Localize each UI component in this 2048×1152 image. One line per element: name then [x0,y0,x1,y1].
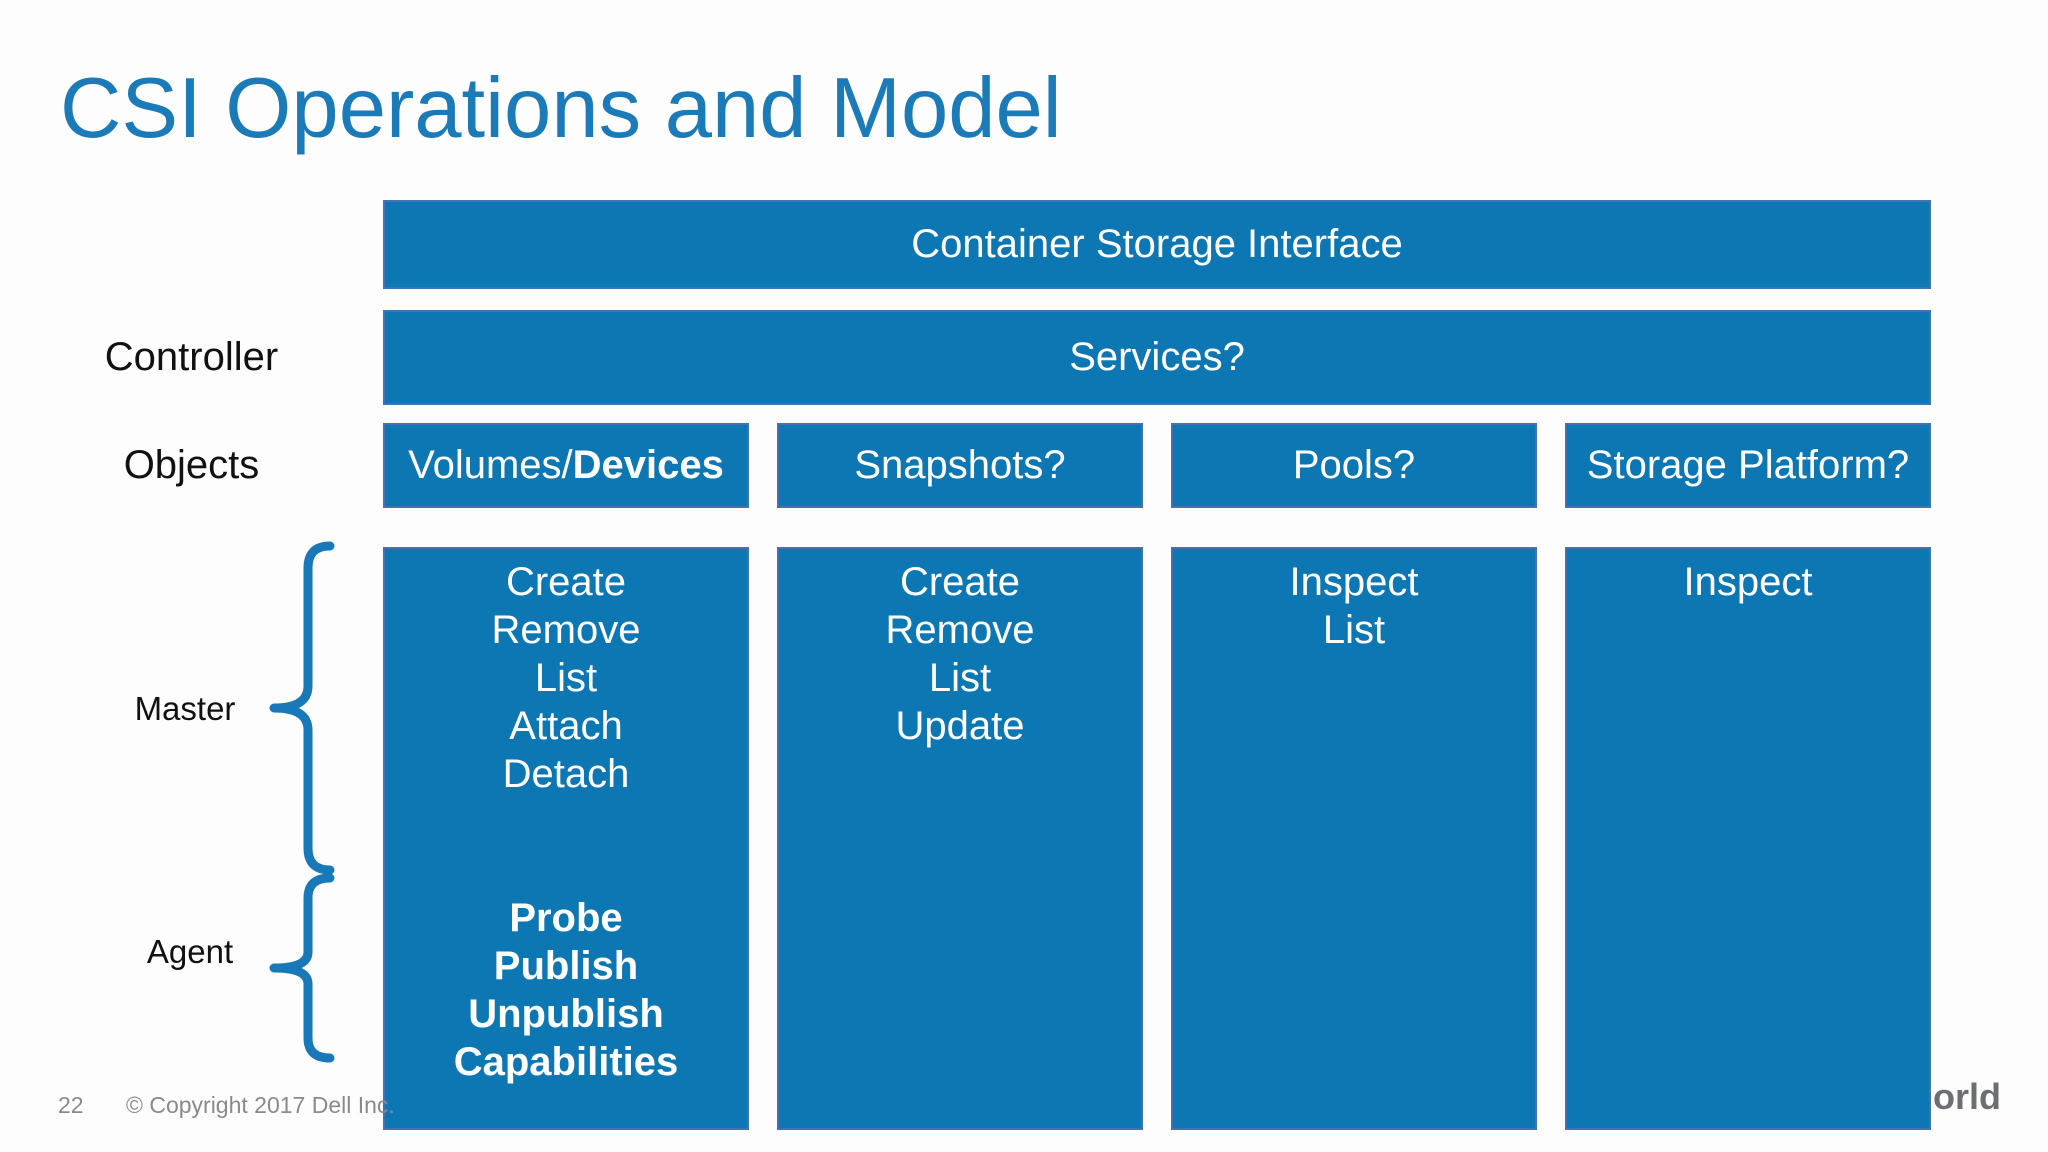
operation: Remove [885,608,1035,652]
object-header-box: Pools? [1171,423,1537,508]
object-header-box: Storage Platform? [1565,423,1931,508]
operation: List [534,656,598,700]
operation: Remove [491,608,641,652]
operation: Unpublish [468,992,664,1036]
agent-label: Agent [146,933,234,970]
services-label: Services? [1069,335,1245,379]
master-brace [269,541,335,875]
operations-box: Inspect [1565,547,1931,1130]
object-header-label: Storage Platform? [1586,443,1910,487]
page-title: CSI Operations and Model [60,61,1062,156]
object-header-label: Snapshots? [854,443,1066,487]
operation: Capabilities [453,1040,679,1084]
operation: List [928,656,992,700]
object-header-box: Snapshots? [777,423,1143,508]
operation: Create [505,560,627,604]
master-label: Master [134,690,236,727]
agent-brace [269,873,335,1063]
object-header-label: Volumes/ [408,443,573,487]
copyright-notice: © Copyright 2017 Dell Inc. [126,1092,395,1118]
operation: Attach [509,704,623,748]
object-header-label-bold: Devices [572,443,724,487]
operation: Publish [493,944,639,988]
operation: Update [895,704,1025,748]
services-bar: Services? [383,310,1931,405]
master-operations: Inspect [1567,549,1929,606]
object-header-label: Pools? [1292,443,1416,487]
dellemc-world-logo-fragment: orld [1933,1076,2001,1117]
container-storage-interface-label: Container Storage Interface [911,222,1403,266]
operation: Inspect [1289,560,1419,604]
operation: Inspect [1683,560,1813,604]
operation: Detach [502,752,630,796]
operation: Probe [509,896,623,940]
objects-row-label: Objects [123,443,260,487]
operation: List [1322,608,1386,652]
operation: Create [899,560,1021,604]
object-header-box: Volumes/Devices [383,423,749,508]
controller-row-label: Controller [104,335,279,379]
container-storage-interface-bar: Container Storage Interface [383,200,1931,289]
page-number: 22 [58,1092,84,1118]
